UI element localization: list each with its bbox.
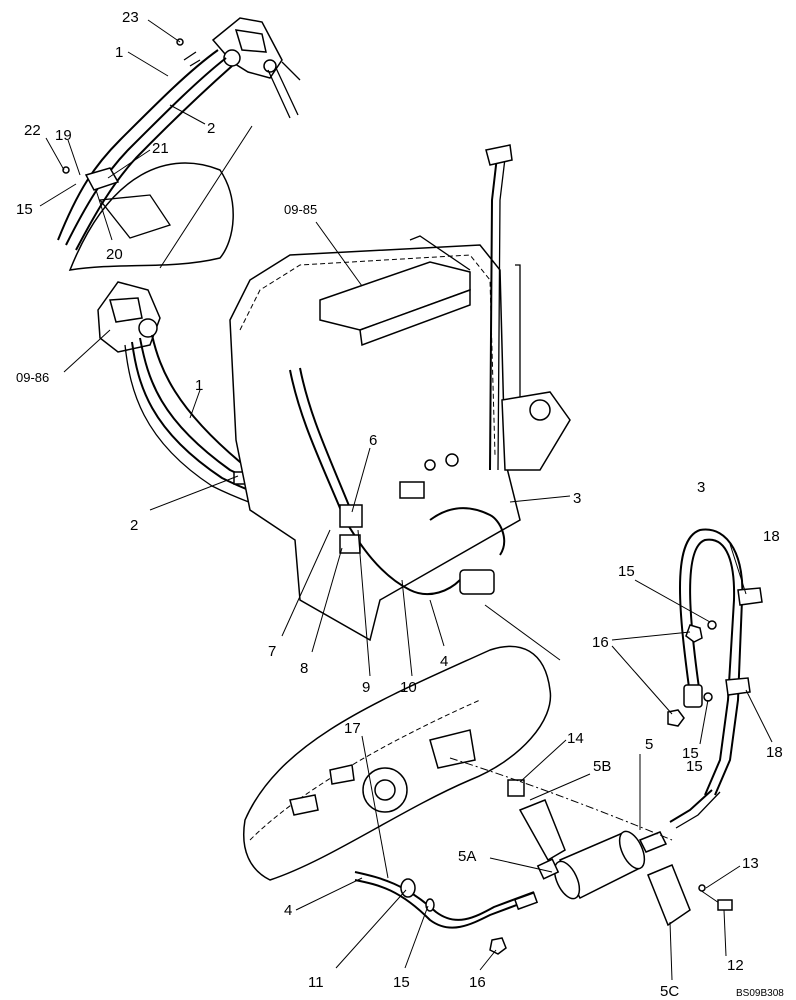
callout-5b: 5B bbox=[593, 758, 611, 775]
callout-5c: 5C bbox=[660, 983, 679, 1000]
callout-10: 10 bbox=[400, 679, 417, 696]
callout-4: 4 bbox=[440, 653, 448, 670]
filter-assembly bbox=[354, 757, 733, 955]
reference-09-86: 09-86 bbox=[16, 370, 49, 385]
machine-frame bbox=[229, 144, 571, 642]
callout-4: 4 bbox=[284, 902, 292, 919]
callout-15: 15 bbox=[686, 758, 703, 775]
callout-11: 11 bbox=[308, 974, 324, 991]
callout-3: 3 bbox=[697, 479, 705, 496]
callout-6: 6 bbox=[369, 432, 377, 449]
callout-9: 9 bbox=[362, 679, 370, 696]
callout-22: 22 bbox=[24, 122, 41, 139]
callout-5a: 5A bbox=[458, 848, 476, 865]
callout-18: 18 bbox=[766, 744, 783, 761]
callout-3: 3 bbox=[573, 490, 581, 507]
hose-3-assembly bbox=[667, 528, 763, 829]
callout-1: 1 bbox=[115, 44, 123, 61]
callout-23: 23 bbox=[122, 9, 139, 26]
callout-14: 14 bbox=[567, 730, 584, 747]
leader-lines bbox=[39, 19, 773, 981]
callout-15: 15 bbox=[618, 563, 635, 580]
upper-valve-inset bbox=[57, 17, 301, 271]
lower-shield bbox=[243, 604, 561, 881]
callout-2: 2 bbox=[207, 120, 215, 137]
callout-21: 21 bbox=[152, 140, 169, 157]
callout-15: 15 bbox=[682, 745, 699, 762]
callout-labels: 23 1 2 22 19 21 15 20 1 2 6 3 3 18 15 16… bbox=[16, 9, 784, 1000]
reference-09-85: 09-85 bbox=[284, 202, 317, 217]
callout-16: 16 bbox=[469, 974, 486, 991]
drawing-id: BS09B308 bbox=[736, 988, 784, 999]
callout-2: 2 bbox=[130, 517, 138, 534]
callout-17: 17 bbox=[344, 720, 361, 737]
callout-12: 12 bbox=[727, 957, 744, 974]
callout-20: 20 bbox=[106, 246, 123, 263]
callout-1: 1 bbox=[195, 377, 203, 394]
callout-19: 19 bbox=[55, 127, 72, 144]
callout-5: 5 bbox=[645, 736, 653, 753]
callout-7: 7 bbox=[268, 643, 276, 660]
callout-15: 15 bbox=[16, 201, 33, 218]
callout-13: 13 bbox=[742, 855, 759, 872]
callout-16: 16 bbox=[592, 634, 609, 651]
callout-18: 18 bbox=[763, 528, 780, 545]
callout-15: 15 bbox=[393, 974, 410, 991]
callout-8: 8 bbox=[300, 660, 308, 677]
